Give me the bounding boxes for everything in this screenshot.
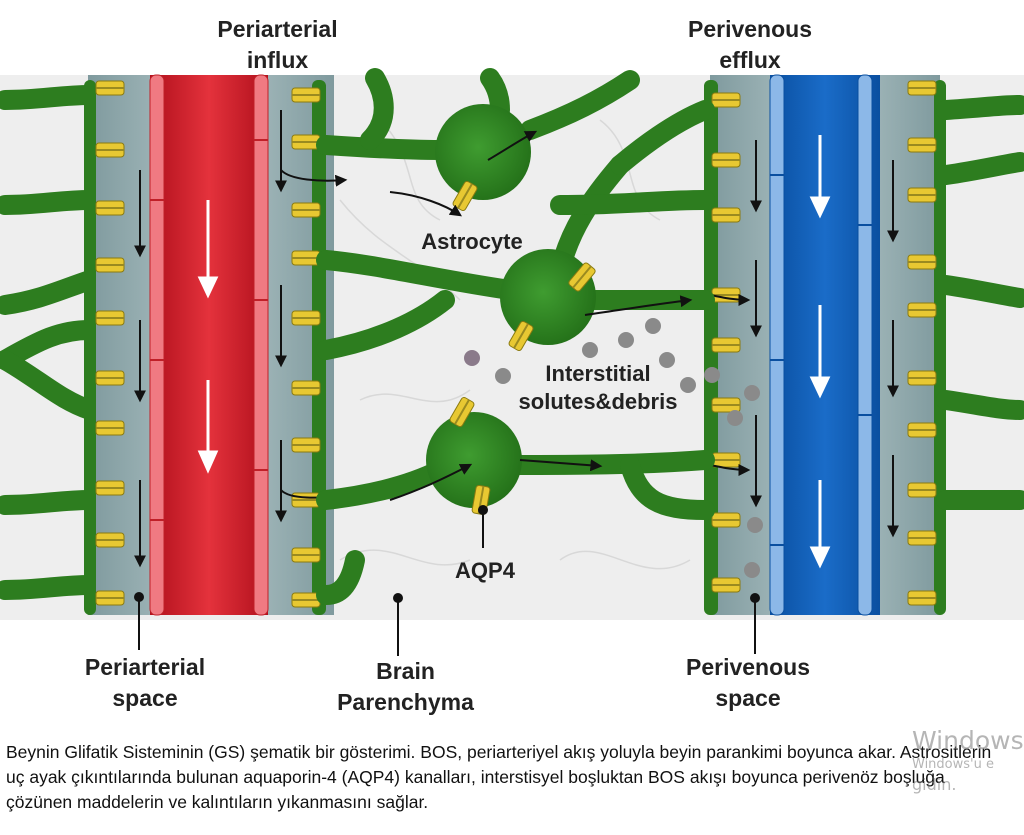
brain-parenchyma-label: Brain Parenchyma xyxy=(337,658,474,715)
astrocyte-label: Astrocyte xyxy=(421,229,523,254)
watermark-line-3: gidin. xyxy=(912,775,957,794)
aqp4-label: AQP4 xyxy=(455,558,515,583)
perivenous-efflux-label: Perivenous efflux xyxy=(688,16,812,73)
watermark-line-1: Windows xyxy=(912,726,1024,755)
watermark-line-2: Windows'u e xyxy=(912,757,994,772)
interstitial-solutes-label: Interstitial solutes&debris xyxy=(518,361,678,414)
figure-caption: Beynin Glifatik Sisteminin (GS) şematik … xyxy=(6,742,992,812)
perivenous-space-label: Perivenous space xyxy=(686,654,810,711)
periarterial-space-label: Periarterial space xyxy=(84,654,206,711)
periarterial-influx-label: Periarterial influx xyxy=(217,16,338,73)
glymphatic-diagram xyxy=(0,68,1024,656)
windows-activation-watermark: Windows Windows'u e gidin. xyxy=(912,727,1024,795)
